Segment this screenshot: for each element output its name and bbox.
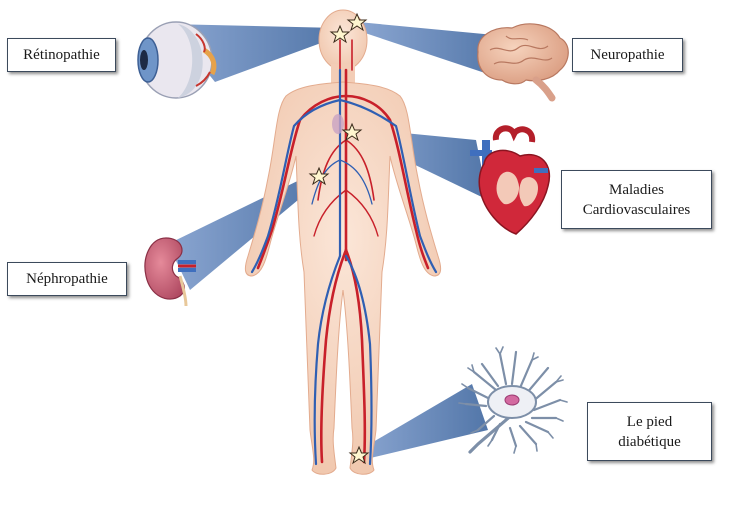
human-body-figure <box>244 9 442 475</box>
label-text: Néphropathie <box>26 271 108 287</box>
star-marker <box>341 122 363 142</box>
body-silhouette <box>244 81 442 475</box>
star-marker <box>346 12 368 32</box>
label-text-line2: diabétique <box>618 433 681 450</box>
neuron-icon <box>458 346 568 454</box>
label-text-line1: Maladies <box>609 181 664 198</box>
veins <box>250 68 438 466</box>
beam-brain <box>358 22 505 78</box>
beam-neuron <box>356 384 488 460</box>
arteries <box>256 39 430 464</box>
heart-icon <box>470 125 551 235</box>
star-markers <box>308 12 370 465</box>
label-text: Neuropathie <box>590 47 665 63</box>
star-marker <box>329 24 351 44</box>
kidney-icon <box>144 237 196 307</box>
label-retinopathie: Rétinopathie <box>7 38 116 72</box>
eye-icon <box>137 21 217 99</box>
label-maladies-cardiovasculaires: Maladies Cardiovasculaires <box>561 170 712 229</box>
label-text: Rétinopathie <box>23 47 100 63</box>
label-neuropathie: Neuropathie <box>572 38 683 72</box>
brain-icon <box>477 23 569 102</box>
label-nephropathie: Néphropathie <box>7 262 127 296</box>
star-marker <box>348 445 370 465</box>
label-text-line2: Cardiovasculaires <box>582 201 691 218</box>
label-pied-diabetique: Le pied diabétique <box>587 402 712 461</box>
star-marker <box>308 166 330 186</box>
label-text-line1: Le pied <box>626 413 673 430</box>
